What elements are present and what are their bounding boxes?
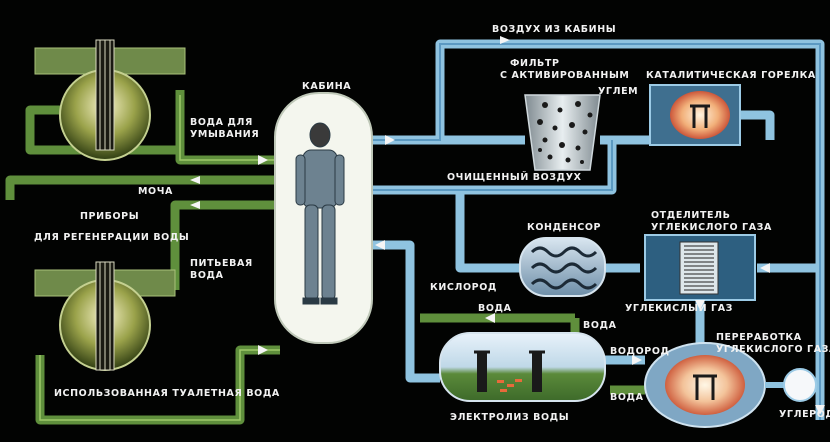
condenser-inlet-pipe — [455, 190, 520, 273]
electrolysis-label: ЭЛЕКТРОЛИЗ ВОДЫ — [450, 412, 570, 423]
drinking-water-label-2: ВОДА — [190, 270, 224, 281]
co2-separator-label-2: УГЛЕКИСЛОГО ГАЗА — [651, 222, 772, 233]
urine-pipe — [5, 175, 275, 200]
wash-water-label-1: ВОДА ДЛЯ — [190, 117, 253, 128]
water-label-c: ВОДА — [610, 392, 644, 403]
regen-label-2: ДЛЯ РЕГЕНЕРАЦИИ ВОДЫ — [34, 232, 190, 243]
filter-label-2: С АКТИВИРОВАННЫМ — [500, 70, 630, 81]
filter-label-1: ФИЛЬТР — [510, 58, 560, 69]
filter-label-3: УГЛЕМ — [598, 86, 639, 97]
burner-outlet-pipe — [740, 110, 775, 140]
drinking-water-label-1: ПИТЬЕВАЯ — [190, 258, 253, 269]
co2-processing-label-1: ПЕРЕРАБОТКА — [716, 332, 802, 343]
catalytic-burner-label: КАТАЛИТИЧЕСКАЯ ГОРЕЛКА — [646, 70, 816, 81]
co2-separator — [644, 234, 756, 301]
condenser — [519, 237, 606, 297]
regen-label-1: ПРИБОРЫ — [80, 211, 140, 222]
co2-processing-label-2: УГЛЕКИСЛОГО ГАЗА — [716, 344, 830, 355]
urine-label: МОЧА — [138, 186, 173, 197]
co2-gas-label: УГЛЕКИСЛЫЙ ГАЗ — [625, 303, 733, 314]
oxygen-pipe — [372, 240, 440, 383]
activated-carbon-filter — [524, 94, 601, 171]
lower-regeneration-unit — [34, 261, 176, 371]
water-label-b: ВОДА — [583, 320, 617, 331]
drinking-water-pipe — [170, 200, 280, 290]
used-toilet-water-label: ИСПОЛЬЗОВАННАЯ ТУАЛЕТНАЯ ВОДА — [54, 388, 280, 399]
catalytic-burner — [649, 84, 741, 146]
purified-air-label: ОЧИЩЕННЫЙ ВОЗДУХ — [447, 172, 582, 183]
co2-processing-unit — [644, 342, 817, 428]
upper-regeneration-unit — [34, 39, 186, 161]
cosmonaut-figure — [295, 122, 345, 305]
cabin-air-label: ВОЗДУХ ИЗ КАБИНЫ — [492, 24, 617, 35]
condenser-label: КОНДЕНСОР — [527, 222, 602, 233]
oxygen-label: КИСЛОРОД — [430, 282, 497, 293]
electrolysis-tank — [439, 332, 606, 402]
water-label-a: ВОДА — [478, 303, 512, 314]
co2-separator-label-1: ОТДЕЛИТЕЛЬ — [651, 210, 731, 221]
cabin-capsule — [274, 92, 373, 344]
flow-arrows — [190, 36, 825, 415]
cabin-label: КАБИНА — [302, 81, 352, 92]
carbon-label: УГЛЕРОД — [779, 409, 830, 420]
hydrogen-label: ВОДОРОД — [610, 346, 670, 357]
wash-water-label-2: УМЫВАНИЯ — [190, 129, 260, 140]
